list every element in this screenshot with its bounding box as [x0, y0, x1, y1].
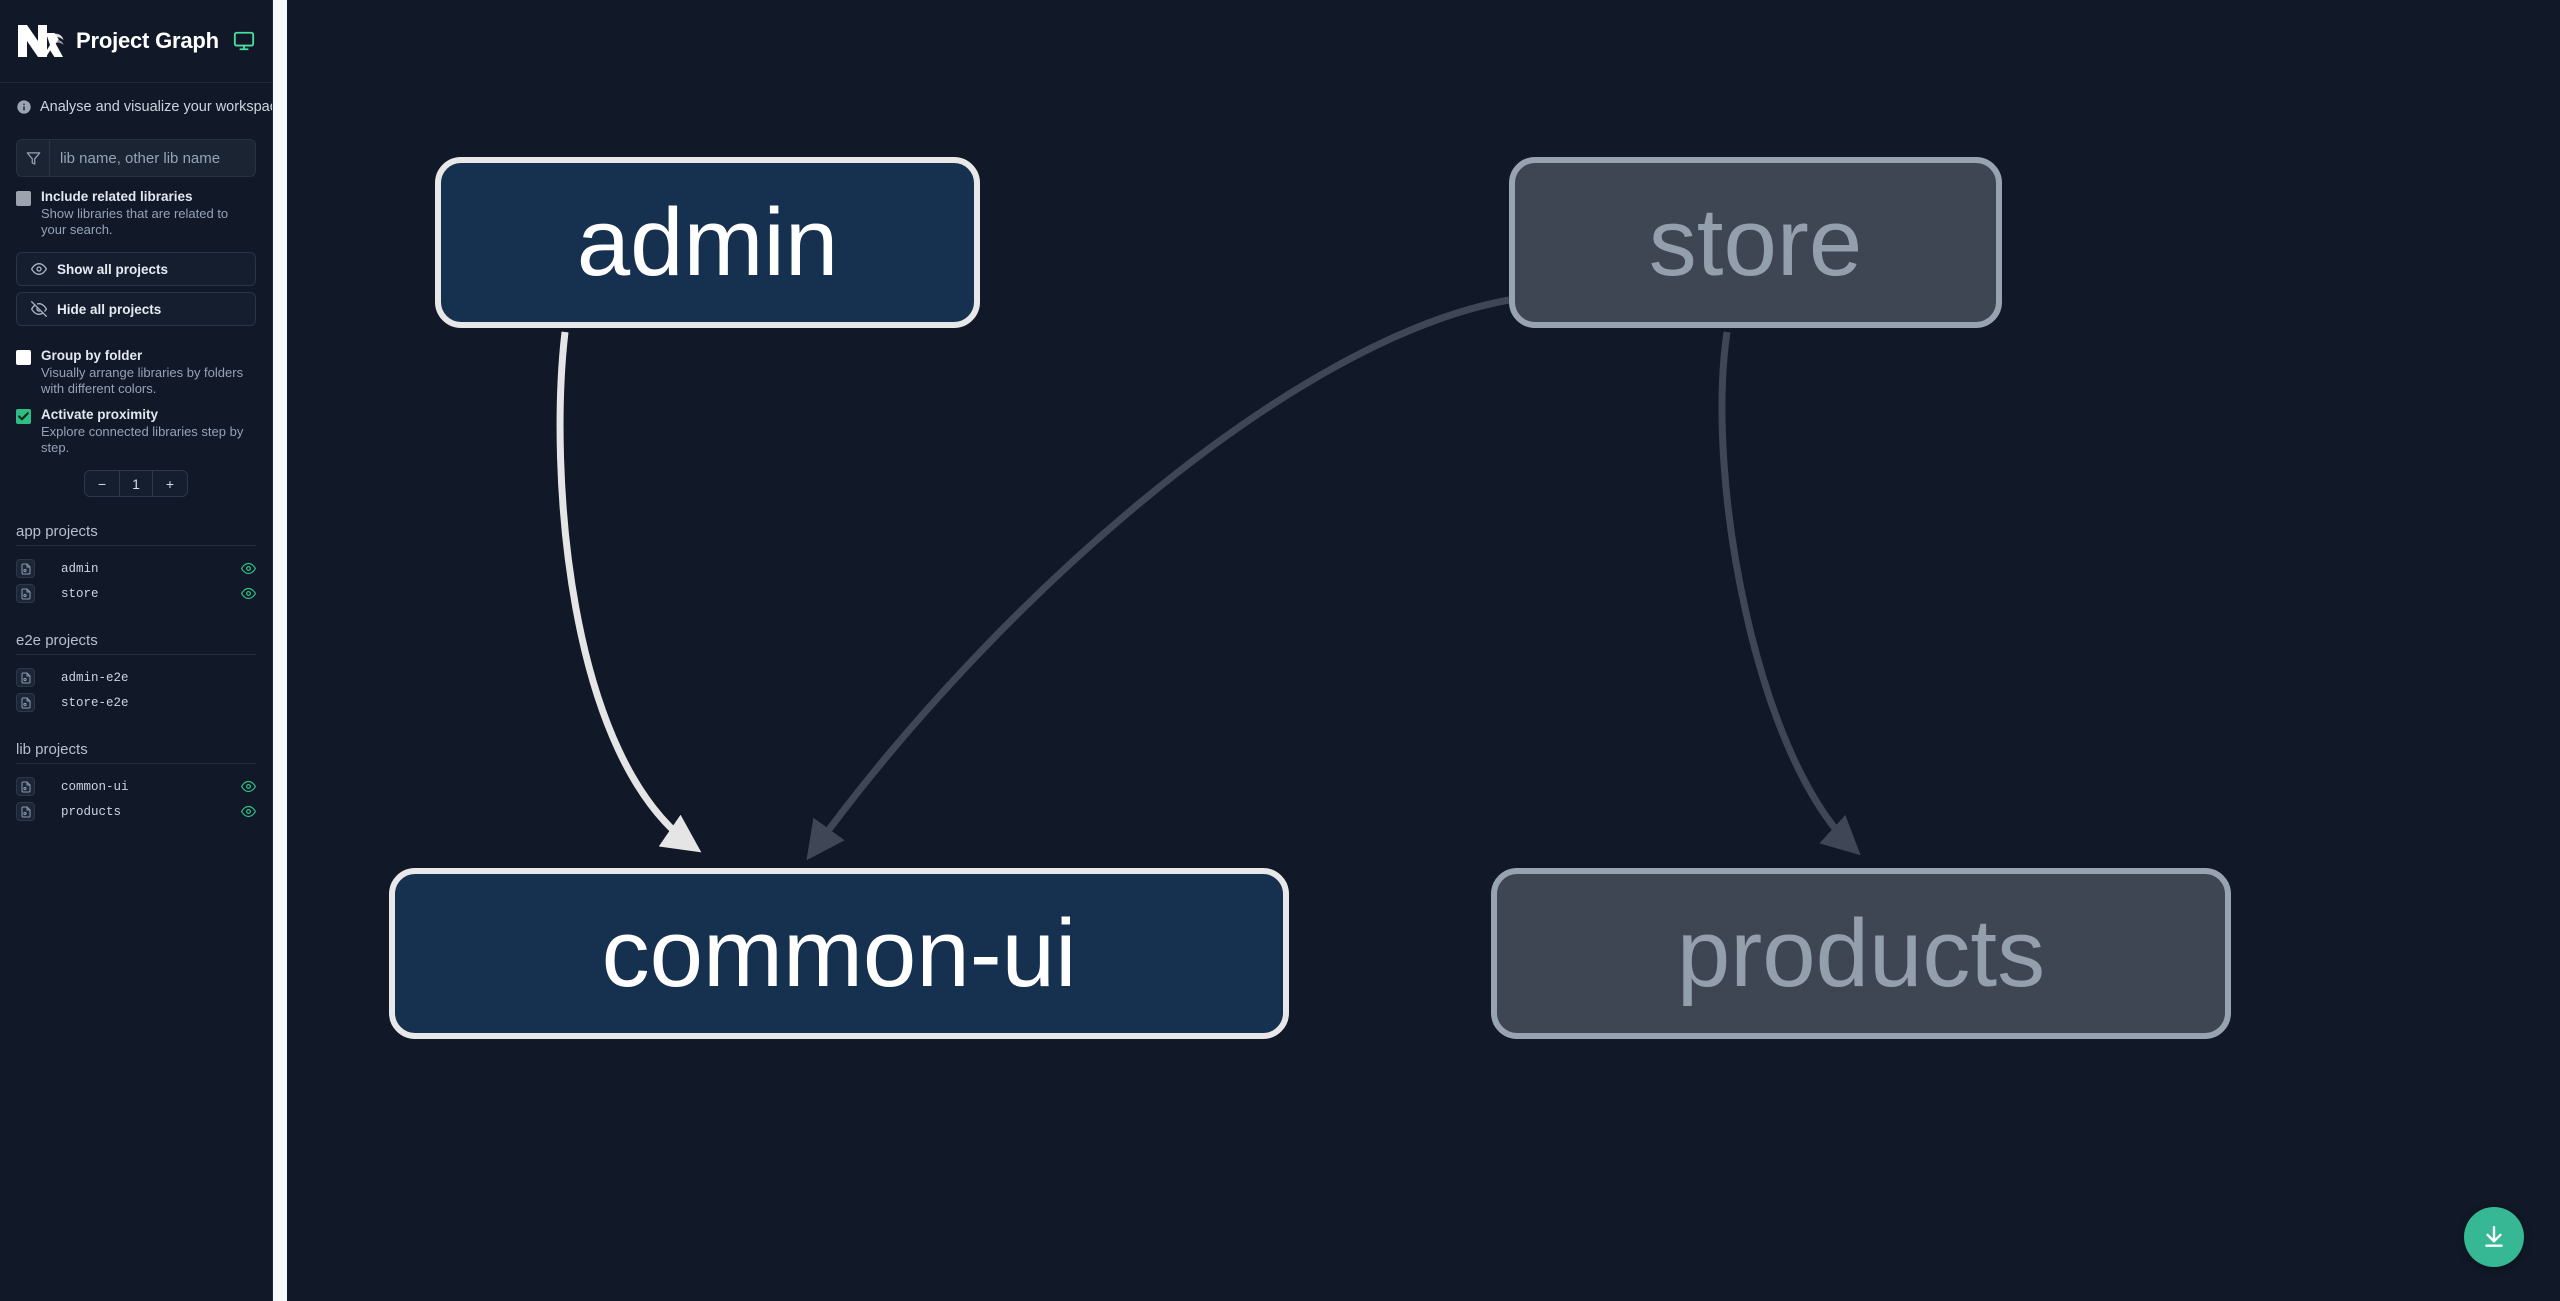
bulk-visibility-buttons: Show all projects Hide all projects [0, 238, 272, 326]
activate-proximity-checkbox[interactable] [16, 409, 31, 424]
graph-node-admin[interactable]: admin [435, 157, 980, 328]
project-row-common-ui[interactable]: common-ui [16, 774, 256, 799]
project-row-store[interactable]: store [16, 581, 256, 606]
hide-all-projects-button[interactable]: Hide all projects [16, 292, 256, 326]
section-app-projects: app projects admin [0, 497, 272, 606]
graph-node-label: products [1676, 899, 2046, 1007]
project-visibility-eye-icon[interactable] [241, 586, 256, 601]
include-related-description: Show libraries that are related to your … [41, 206, 229, 237]
project-row-admin-e2e[interactable]: admin-e2e [16, 665, 256, 690]
graph-node-common-ui[interactable]: common-ui [389, 868, 1289, 1039]
graph-node-products[interactable]: products [1491, 868, 2231, 1039]
hide-all-projects-label: Hide all projects [57, 301, 162, 317]
section-title-lib-projects: lib projects [16, 715, 256, 764]
project-label: admin-e2e [61, 670, 129, 685]
activate-proximity-description: Explore connected libraries step by step… [41, 424, 244, 455]
proximity-stepper-row: − 1 + [0, 456, 272, 497]
include-related-checkbox[interactable] [16, 191, 31, 206]
project-file-icon [21, 588, 30, 599]
include-related-label: Include related libraries [41, 189, 193, 204]
monitor-icon[interactable] [233, 30, 255, 52]
graph-node-store[interactable]: store [1509, 157, 2002, 328]
section-title-e2e-projects: e2e projects [16, 606, 256, 655]
section-e2e-projects: e2e projects admin-e2e [0, 606, 272, 715]
project-row-admin[interactable]: admin [16, 556, 256, 581]
graph-node-label: admin [576, 188, 839, 296]
project-label: store-e2e [61, 695, 129, 710]
graph-node-label: common-ui [601, 899, 1077, 1007]
graph-edges-layer [556, 296, 1861, 861]
page-title: Project Graph [76, 28, 219, 53]
edge-store-to-common-ui[interactable] [806, 296, 1510, 861]
proximity-decrement-button[interactable]: − [85, 471, 119, 496]
proximity-value: 1 [119, 471, 153, 496]
project-file-icon [21, 781, 30, 792]
sidebar-scrollbar[interactable] [273, 0, 287, 1301]
edge-admin-to-common-ui[interactable] [556, 331, 702, 853]
project-visibility-eye-icon[interactable] [241, 804, 256, 819]
project-file-icon-box [16, 584, 35, 603]
graph-canvas[interactable]: admin store common-ui products [287, 0, 2560, 1301]
project-label: products [61, 804, 122, 819]
project-file-icon-box [16, 559, 35, 578]
search-field[interactable] [16, 139, 256, 177]
check-icon [18, 412, 29, 421]
project-label: store [61, 586, 99, 601]
eye-icon [31, 263, 47, 275]
project-file-icon-box [16, 693, 35, 712]
project-file-icon [21, 697, 30, 708]
funnel-icon [26, 151, 40, 165]
project-row-products[interactable]: products [16, 799, 256, 824]
activate-proximity-label: Activate proximity [41, 407, 159, 422]
project-file-icon-box [16, 668, 35, 687]
group-by-folder-checkbox[interactable] [16, 350, 31, 365]
eye-off-icon [31, 301, 47, 317]
project-visibility-eye-icon[interactable] [241, 779, 256, 794]
project-label: admin [61, 561, 99, 576]
filter-icon-box [17, 140, 50, 176]
info-banner: Analyse and visualize your workspace. [0, 83, 272, 125]
proximity-increment-button[interactable]: + [153, 471, 187, 496]
project-visibility-eye-icon[interactable] [241, 561, 256, 576]
project-file-icon-box [16, 802, 35, 821]
search-input[interactable] [50, 140, 255, 176]
show-all-projects-button[interactable]: Show all projects [16, 252, 256, 286]
nx-logo-icon [18, 25, 64, 57]
option-group-by-folder[interactable]: Group by folder Visually arrange librari… [0, 326, 272, 397]
info-text: Analyse and visualize your workspace. [40, 99, 273, 115]
option-activate-proximity[interactable]: Activate proximity Explore connected lib… [0, 397, 272, 456]
sidebar-header: Project Graph [0, 0, 272, 83]
download-icon [2485, 1226, 2503, 1247]
proximity-stepper[interactable]: − 1 + [84, 470, 188, 497]
project-file-icon [21, 672, 30, 683]
info-icon [17, 100, 31, 114]
show-all-projects-label: Show all projects [57, 261, 169, 277]
project-file-icon [21, 806, 30, 817]
project-file-icon [21, 563, 30, 574]
graph-node-label: store [1648, 188, 1863, 296]
edge-store-to-products[interactable] [1718, 331, 1861, 856]
project-row-store-e2e[interactable]: store-e2e [16, 690, 256, 715]
project-file-icon-box [16, 777, 35, 796]
project-label: common-ui [61, 779, 129, 794]
download-graph-button[interactable] [2464, 1207, 2524, 1267]
group-by-folder-label: Group by folder [41, 348, 143, 363]
sidebar: Project Graph Analyse and visualize your… [0, 0, 273, 1301]
section-title-app-projects: app projects [16, 497, 256, 546]
group-by-folder-description: Visually arrange libraries by folders wi… [41, 365, 244, 396]
section-lib-projects: lib projects common-ui [0, 715, 272, 824]
option-include-related-libraries[interactable]: Include related libraries Show libraries… [0, 177, 272, 238]
